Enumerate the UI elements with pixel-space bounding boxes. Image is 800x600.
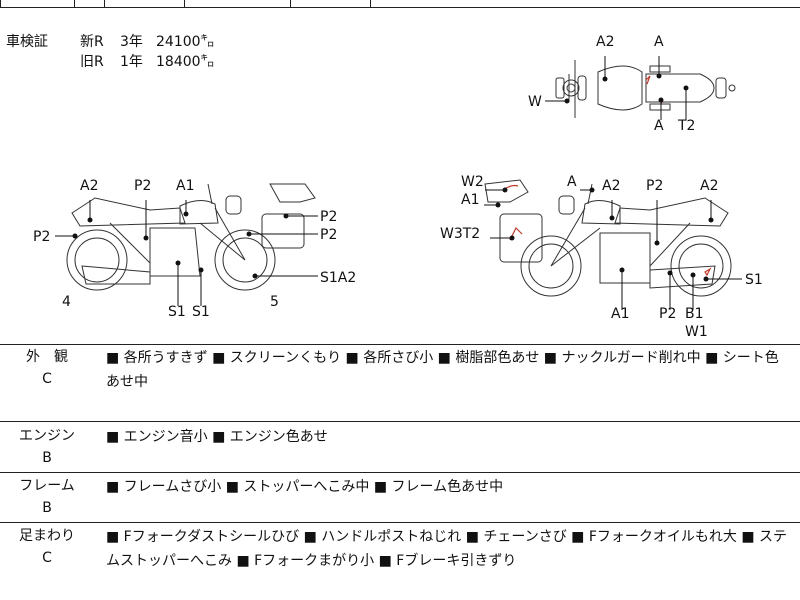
diagram-label: P2 [320, 209, 337, 225]
section-grade: C [42, 371, 52, 387]
diagram-label: A2 [596, 34, 614, 50]
section-divider [0, 472, 800, 473]
certificate-row: 車検証 新R 3年 24100㌔ [6, 32, 215, 52]
diagram-label: W3T2 [440, 226, 480, 242]
certificate-label: 車検証 [6, 34, 48, 50]
diagram-label: P2 [134, 178, 151, 194]
section-name: フレーム B [0, 475, 94, 519]
diagram-label: A2 [700, 178, 718, 194]
diagram-label: S1 [192, 304, 210, 320]
top-table-strip [0, 0, 800, 8]
diagram-label: S1A2 [320, 270, 356, 286]
diagram-label: 4 [62, 294, 71, 310]
strip-divider [370, 0, 371, 7]
top-view-leaders [545, 56, 687, 120]
right-view-motorcycle [484, 179, 732, 297]
top-view-motorcycle [555, 60, 736, 118]
section-divider [0, 344, 800, 345]
section-name: 外 観 C [0, 346, 94, 390]
section-title: エンジン [19, 428, 75, 444]
diagram-label: P2 [33, 229, 50, 245]
diagram-label: A1 [176, 178, 194, 194]
diagram-label: A1 [611, 306, 629, 322]
diagram-label: P2 [646, 178, 663, 194]
strip-divider [74, 0, 75, 7]
section-title: 外 観 [26, 349, 68, 365]
diagram-label: P2 [659, 306, 676, 322]
section-description: ■ Fフォークダストシールひび ■ ハンドルポストねじれ ■ チェーンさび ■ … [106, 529, 788, 569]
section-name: エンジン B [0, 425, 94, 469]
section-title: フレーム [19, 478, 75, 494]
motorcycle-damage-diagram: A2 A W A T2 [33, 34, 763, 340]
certificate-distance: 24100㌔ [156, 34, 215, 50]
right-view-points [495, 187, 714, 282]
certificate-type: 旧R [80, 54, 104, 70]
top-view-points [564, 73, 689, 104]
diagram-label: 5 [270, 294, 279, 310]
section-grade: B [42, 500, 52, 516]
strip-divider [0, 0, 1, 7]
left-view-leaders [55, 200, 318, 306]
section-description: ■ エンジン音小 ■ エンジン色あせ [106, 429, 328, 445]
section-name: 足まわり C [0, 525, 94, 569]
left-view-motorcycle [66, 183, 316, 291]
certificate-row: 旧R 1年 18400㌔ [6, 52, 215, 72]
section-description: ■ 各所うすきず ■ スクリーンくもり ■ 各所さび小 ■ 樹脂部色あせ ■ ナ… [106, 350, 779, 390]
right-view-leaders [484, 189, 742, 310]
strip-divider [290, 0, 291, 7]
diagram-label: B1 [685, 306, 704, 322]
diagram-label: S1 [745, 272, 763, 288]
section-description: ■ フレームさび小 ■ ストッパーへこみ中 ■ フレーム色あせ中 [106, 479, 504, 495]
certificate-years: 3年 [120, 34, 143, 50]
diagram-label: A2 [80, 178, 98, 194]
certificate-years: 1年 [120, 54, 143, 70]
diagram-label: A [567, 174, 577, 190]
diagram-label: W1 [685, 324, 708, 340]
certificate-type: 新R [80, 34, 104, 50]
section-divider [0, 522, 800, 523]
diagram-label: A [654, 118, 664, 134]
diagram-label: S1 [168, 304, 186, 320]
diagram-label: A [654, 34, 664, 50]
section-divider [0, 421, 800, 422]
diagram-label: A2 [602, 178, 620, 194]
diagram-label: W2 [461, 174, 484, 190]
diagram-label: W [528, 94, 542, 110]
diagram-label: T2 [677, 118, 695, 134]
strip-divider [104, 0, 105, 7]
inspection-certificate: 車検証 新R 3年 24100㌔ 旧R 1年 18400㌔ [6, 32, 215, 72]
certificate-distance: 18400㌔ [156, 54, 215, 70]
section-title: 足まわり [19, 528, 75, 544]
strip-divider [184, 0, 185, 7]
section-grade: C [42, 550, 52, 566]
diagram-label: A1 [461, 192, 479, 208]
section-grade: B [42, 450, 52, 466]
diagram-label: P2 [320, 227, 337, 243]
